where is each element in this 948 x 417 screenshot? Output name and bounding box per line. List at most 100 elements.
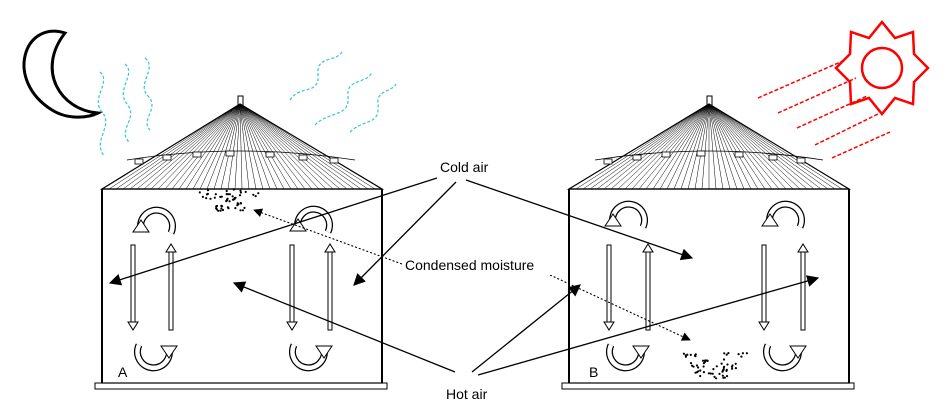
moisture-dot [731,364,734,367]
moisture-dot [220,207,223,210]
moisture-dot [201,195,204,198]
moisture-dot [221,208,225,212]
moisture-dot [699,369,702,372]
condensed-moisture-pointers [253,208,691,341]
moisture-dot [695,364,699,367]
moisture-dot [722,358,726,361]
moisture-dot [723,352,726,355]
moisture-dot [692,365,695,368]
bin-b-label: B [589,364,598,380]
moisture-dot [697,366,700,369]
moisture-dot [704,359,707,362]
moisture-dot [206,189,210,192]
moisture-dot [215,208,218,211]
moisture-dot [214,193,217,196]
moisture-dot [220,204,223,207]
moisture-dot [713,375,716,378]
condensed-moisture-label-bg [402,255,554,275]
moisture-dot [198,191,201,194]
moisture-dot [215,205,218,208]
moisture-dot [697,370,700,373]
convection-loop [289,205,334,234]
moisture-dot [228,193,231,196]
condensed-moisture-label: Condensed moisture [405,257,534,273]
convection-loop [761,200,806,229]
moisture-dot [252,193,255,196]
moisture-dot [244,190,247,193]
moisture-dot [699,374,702,378]
grain-bin-b [561,95,855,390]
moisture-dot [234,207,237,210]
sun-rays [757,59,891,159]
moisture-dot [723,365,726,368]
grain-bin-a [94,95,388,390]
moisture-dot [689,362,693,365]
moisture-dot [712,368,715,371]
cold-air-label: Cold air [440,159,489,175]
convection-loop [288,343,333,372]
moisture-dot [213,196,216,199]
vertical-air-arrow [127,244,139,331]
bin-a-label: A [118,364,128,380]
moisture-dot [241,209,244,212]
moisture-dot [740,355,743,358]
condensed-moisture-a [198,188,260,212]
hot-air-pointers [232,275,820,376]
moisture-dot [721,370,724,373]
moisture-dot [231,195,234,198]
moisture-dot [725,368,728,371]
moisture-dot [694,371,697,374]
moisture-dot [741,352,745,355]
moisture-dot [727,352,730,355]
moisture-dot [254,195,257,198]
moisture-dot [702,365,705,368]
vertical-air-arrow [642,243,654,331]
moisture-dot [227,193,230,196]
vertical-air-arrow [286,244,298,331]
moisture-dot [715,365,718,368]
moisture-dot [209,197,212,200]
moisture-dot [737,353,740,356]
moisture-dot [705,359,709,362]
moisture-dot [219,209,222,212]
moisture-dot [682,352,686,355]
moisture-dot [233,198,236,201]
moisture-dot [725,375,729,378]
moisture-dot [734,362,737,365]
convection-loop [604,200,649,229]
moisture-dot [689,353,692,356]
sun-icon [834,20,930,116]
moisture-dot [227,207,230,210]
moisture-dot [239,189,242,192]
moisture-dot [219,195,222,198]
hot-air-label: Hot air [446,386,488,402]
moisture-dot [239,202,242,205]
moisture-dot [239,209,242,212]
vertical-air-arrow [165,243,177,331]
moisture-dot [239,191,242,194]
moisture-dot [205,197,208,200]
cold-air-pointers [108,177,694,286]
moisture-dot [206,192,209,195]
moisture-dot [711,372,714,375]
vertical-air-arrow [797,243,809,331]
air-convection-loops [132,200,807,372]
moisture-dot [709,372,712,375]
moisture-dot [694,355,697,358]
moisture-dot [226,197,229,200]
moisture-dot [722,376,725,379]
moisture-dot [734,367,738,370]
moisture-dot [707,372,711,375]
moisture-dot [237,203,240,206]
moisture-dot [243,206,246,209]
crescent-moon-icon [22,29,104,119]
moisture-dot [232,188,235,191]
moisture-dot [257,192,260,195]
vertical-air-arrow [758,244,770,331]
moisture-dot [745,352,749,355]
moisture-dot [718,372,721,375]
moisture-dot [238,194,242,197]
moisture-dot [726,363,729,366]
moisture-dot [725,353,728,356]
